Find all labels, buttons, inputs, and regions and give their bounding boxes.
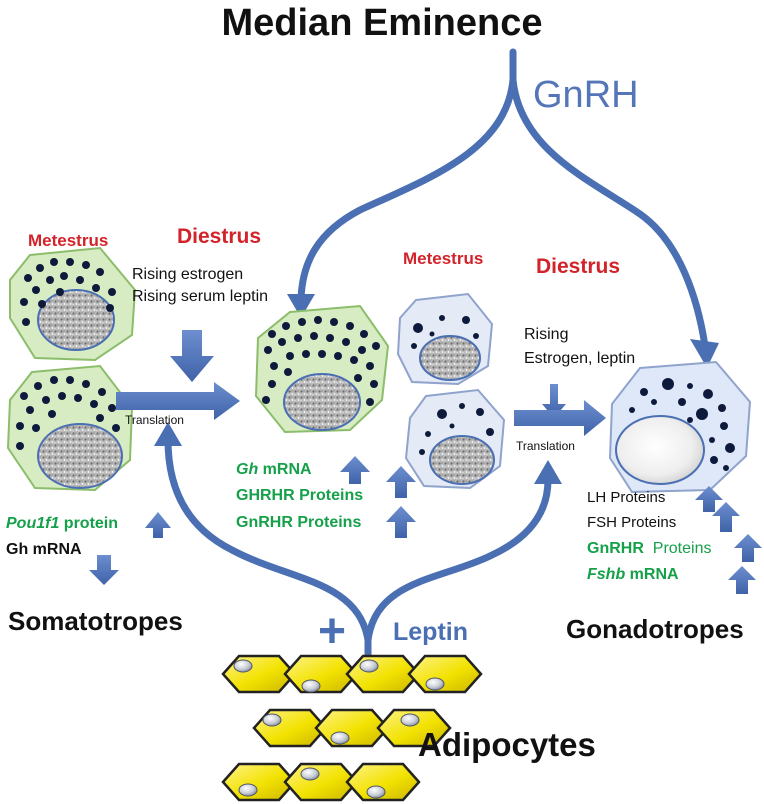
gnrhr-gonadotrope-up-arrow	[734, 534, 762, 562]
plus-sign: +	[318, 605, 347, 658]
somatotrope-diestrus-label: Diestrus	[177, 225, 262, 248]
gh-mrna-up-marker: Gh mRNA	[236, 461, 312, 478]
gh-mrna-down-arrow	[89, 555, 119, 585]
ghrhr-proteins-marker: GHRHR Proteins	[236, 487, 364, 504]
somatotropes-label: Somatotropes	[8, 606, 183, 636]
gonadotropes-label: Gonadotropes	[566, 614, 744, 644]
gonadotrope-stimulus-line-2: Estrogen, leptin	[524, 350, 636, 367]
fshb-mrna-marker: Fshb mRNA	[587, 566, 679, 583]
gnrhr-gonadotrope-marker: GnRHR Proteins	[587, 540, 712, 557]
gnrhr-up-arrow	[386, 506, 416, 538]
somatotrope-stimulus-arrow	[170, 330, 214, 382]
somatotrope-metestrus-label: Metestrus	[28, 231, 109, 250]
somatotrope-cell-metestrus-2	[6, 364, 134, 492]
leptin-label: Leptin	[393, 618, 468, 646]
gonadotrope-cell-metestrus-1	[396, 292, 494, 386]
gh-mrna-up-arrow	[340, 456, 370, 484]
leptin-arrow-to-somatotrope	[164, 436, 372, 644]
somatotrope-cell-metestrus-1	[9, 246, 137, 362]
somatotrope-stimulus-line-1: Rising estrogen	[132, 266, 244, 283]
gonadotrope-metestrus-label: Metestrus	[403, 249, 484, 268]
gonadotrope-diestrus-label: Diestrus	[536, 255, 621, 278]
leptin-arrowhead-gonadotrope	[534, 460, 562, 484]
gnrhr-proteins-marker: GnRHR Proteins	[236, 514, 362, 531]
gonadotrope-stimulus-line-1: Rising	[524, 326, 569, 343]
adipocytes-label: Adipocytes	[418, 726, 596, 763]
gnrh-arrow-to-gonadotrope	[509, 76, 709, 350]
leptin-arrow-to-gonadotrope	[364, 476, 552, 644]
median-eminence-title: Median Eminence	[221, 2, 543, 44]
ghrhr-up-arrow	[386, 466, 416, 498]
gh-mrna-marker: Gh mRNA	[6, 541, 82, 558]
fsh-proteins-marker: FSH Proteins	[587, 514, 677, 531]
gnrh-arrow-to-somatotrope	[297, 76, 517, 304]
gonadotrope-translation-label: Translation	[516, 439, 575, 453]
somatotrope-stimulus-line-2: Rising serum leptin	[132, 288, 269, 305]
fsh-up-arrow	[712, 502, 740, 532]
gonadotrope-translation-arrow	[514, 400, 606, 436]
gnrh-arrowhead-gonadotrope	[690, 339, 719, 368]
somatotrope-translation-label: Translation	[125, 413, 184, 427]
gonadotrope-stimulus-arrow	[542, 384, 566, 418]
gonadotrope-cell-metestrus-2	[404, 388, 506, 490]
fshb-up-arrow	[728, 566, 756, 594]
somatotrope-cell-diestrus	[254, 304, 390, 434]
lh-proteins-marker: LH Proteins	[587, 489, 666, 506]
pou1f1-up-arrow	[145, 512, 171, 538]
lipid-droplets	[233, 659, 445, 799]
somatotrope-translation-arrow	[116, 382, 240, 420]
leptin-arrowhead-somatotrope	[154, 422, 182, 446]
gnrh-label: GnRH	[533, 74, 639, 116]
gnrh-arrowhead-somatotrope	[287, 294, 315, 318]
lh-up-arrow	[695, 486, 723, 512]
gonadotrope-cell-diestrus	[608, 360, 752, 494]
pou1f1-marker: Pou1f1 protein	[6, 515, 119, 532]
